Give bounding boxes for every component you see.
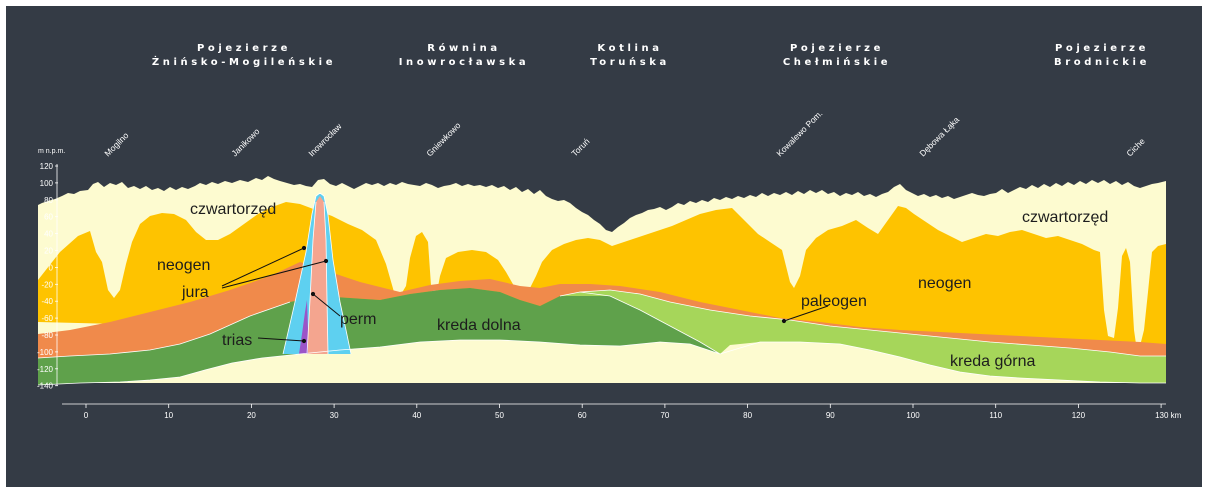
y-axis-unit: m n.p.m.: [38, 148, 65, 155]
layer-kreda-gorna: [560, 290, 1166, 383]
town-kowalewo: Kowalewo Pom.: [774, 108, 824, 158]
x-tick-label: 70: [660, 411, 669, 420]
town-torun: Toruń: [569, 136, 591, 158]
y-axis: m n.p.m. 120 100 80 60 40 20 0 -20 -40 -60 -80 -100…: [37, 148, 65, 391]
town-inowroclaw: Inowrocław: [306, 121, 344, 159]
label-czwartorzed-left: czwartorzęd: [190, 201, 276, 218]
perm-arrow: [312, 293, 341, 317]
x-tick-label: 20: [247, 411, 256, 420]
region-headers: Pojezierze Żnińsko-Mogileńskie Równina I…: [152, 42, 1150, 68]
jura-arrow-2: [221, 260, 327, 289]
town-gniewkowo: Gniewkowo: [424, 120, 462, 158]
pointer-arrows: [221, 245, 829, 344]
y-tick-label: -100: [37, 348, 54, 357]
y-tick-label: -40: [41, 297, 53, 306]
perm-arrow-tip: [310, 291, 316, 297]
x-tick-label: 30: [330, 411, 339, 420]
y-tick-label: 0: [49, 263, 54, 272]
jura-arrow-1: [221, 247, 305, 287]
town-ciche: Ciche: [1124, 136, 1147, 159]
label-neogen-right: neogen: [918, 275, 971, 292]
x-tick-label: 130 km: [1155, 411, 1182, 420]
x-tick-label: 80: [743, 411, 752, 420]
label-perm: perm: [340, 311, 376, 328]
label-paleogen: paleogen: [801, 293, 867, 310]
y-tick-label: -80: [41, 331, 53, 340]
y-tick-label: 60: [44, 213, 53, 222]
x-axis: 0 10 20 30 40 50 60 70 80 90 100 110 120 130 km: [62, 403, 1182, 420]
x-tick-label: 120: [1072, 411, 1086, 420]
town-mogilno: Mogilno: [102, 130, 130, 158]
y-tick-label: -140: [37, 382, 54, 391]
region-label-3b: Toruńska: [590, 56, 670, 68]
paleogen-arrow-tip: [781, 318, 787, 324]
y-tick-label: 40: [44, 230, 53, 239]
boundary-lines: [37, 192, 1166, 386]
label-kreda-gorna: kreda górna: [950, 353, 1035, 370]
jura-arrow-2-tip: [323, 258, 329, 264]
x-tick-label: 50: [495, 411, 504, 420]
x-tick-label: 0: [84, 411, 89, 420]
region-label-4a: Pojezierze: [790, 43, 884, 54]
jura-arrow-1-tip: [301, 245, 307, 251]
x-tick-label: 10: [164, 411, 173, 420]
x-tick-label: 110: [989, 411, 1002, 420]
y-tick-label: -120: [37, 365, 54, 374]
layer-perm: [307, 196, 328, 354]
y-tick-label: -20: [41, 280, 53, 289]
label-neogen-left: neogen: [157, 257, 210, 274]
trias-arrow: [257, 337, 305, 342]
x-tick-label: 60: [578, 411, 587, 420]
y-tick-label: 80: [44, 196, 53, 205]
x-tick-label: 40: [412, 411, 421, 420]
trias-arrow-tip: [301, 338, 307, 344]
town-janikowo: Janikowo: [229, 126, 261, 158]
x-tick-label: 100: [906, 411, 920, 420]
y-tick-label: 120: [40, 162, 54, 171]
label-trias: trias: [222, 332, 252, 349]
region-label-2a: Równina: [427, 42, 500, 54]
label-jura: jura: [181, 284, 209, 301]
label-czwartorzed-right: czwartorzęd: [1022, 209, 1108, 226]
region-label-1a: Pojezierze: [197, 43, 291, 54]
y-tick-label: 100: [40, 179, 54, 188]
y-tick-label: 20: [44, 247, 53, 256]
region-label-2b: Inowrocławska: [399, 57, 530, 68]
region-label-3a: Kotlina: [597, 43, 662, 54]
region-label-4b: Chełmińskie: [783, 56, 891, 68]
strata: [37, 176, 1166, 386]
layer-kreda-dolna: [38, 288, 720, 385]
y-tick-label: -60: [41, 314, 53, 323]
region-label-5a: Pojezierze: [1055, 43, 1149, 54]
label-kreda-dolna: kreda dolna: [437, 317, 521, 334]
region-label-5b: Brodnickie: [1054, 57, 1150, 68]
x-tick-label: 90: [826, 411, 835, 420]
town-debowa-laka: Dębowa Łąka: [917, 114, 961, 158]
town-labels: Mogilno Janikowo Inowrocław Gniewkowo To…: [102, 108, 1147, 158]
layer-labels: czwartorzęd czwartorzęd neogen neogen ju…: [157, 201, 1108, 370]
paleogen-arrow: [783, 305, 829, 322]
region-label-1b: Żnińsko-Mogileńskie: [152, 54, 336, 68]
